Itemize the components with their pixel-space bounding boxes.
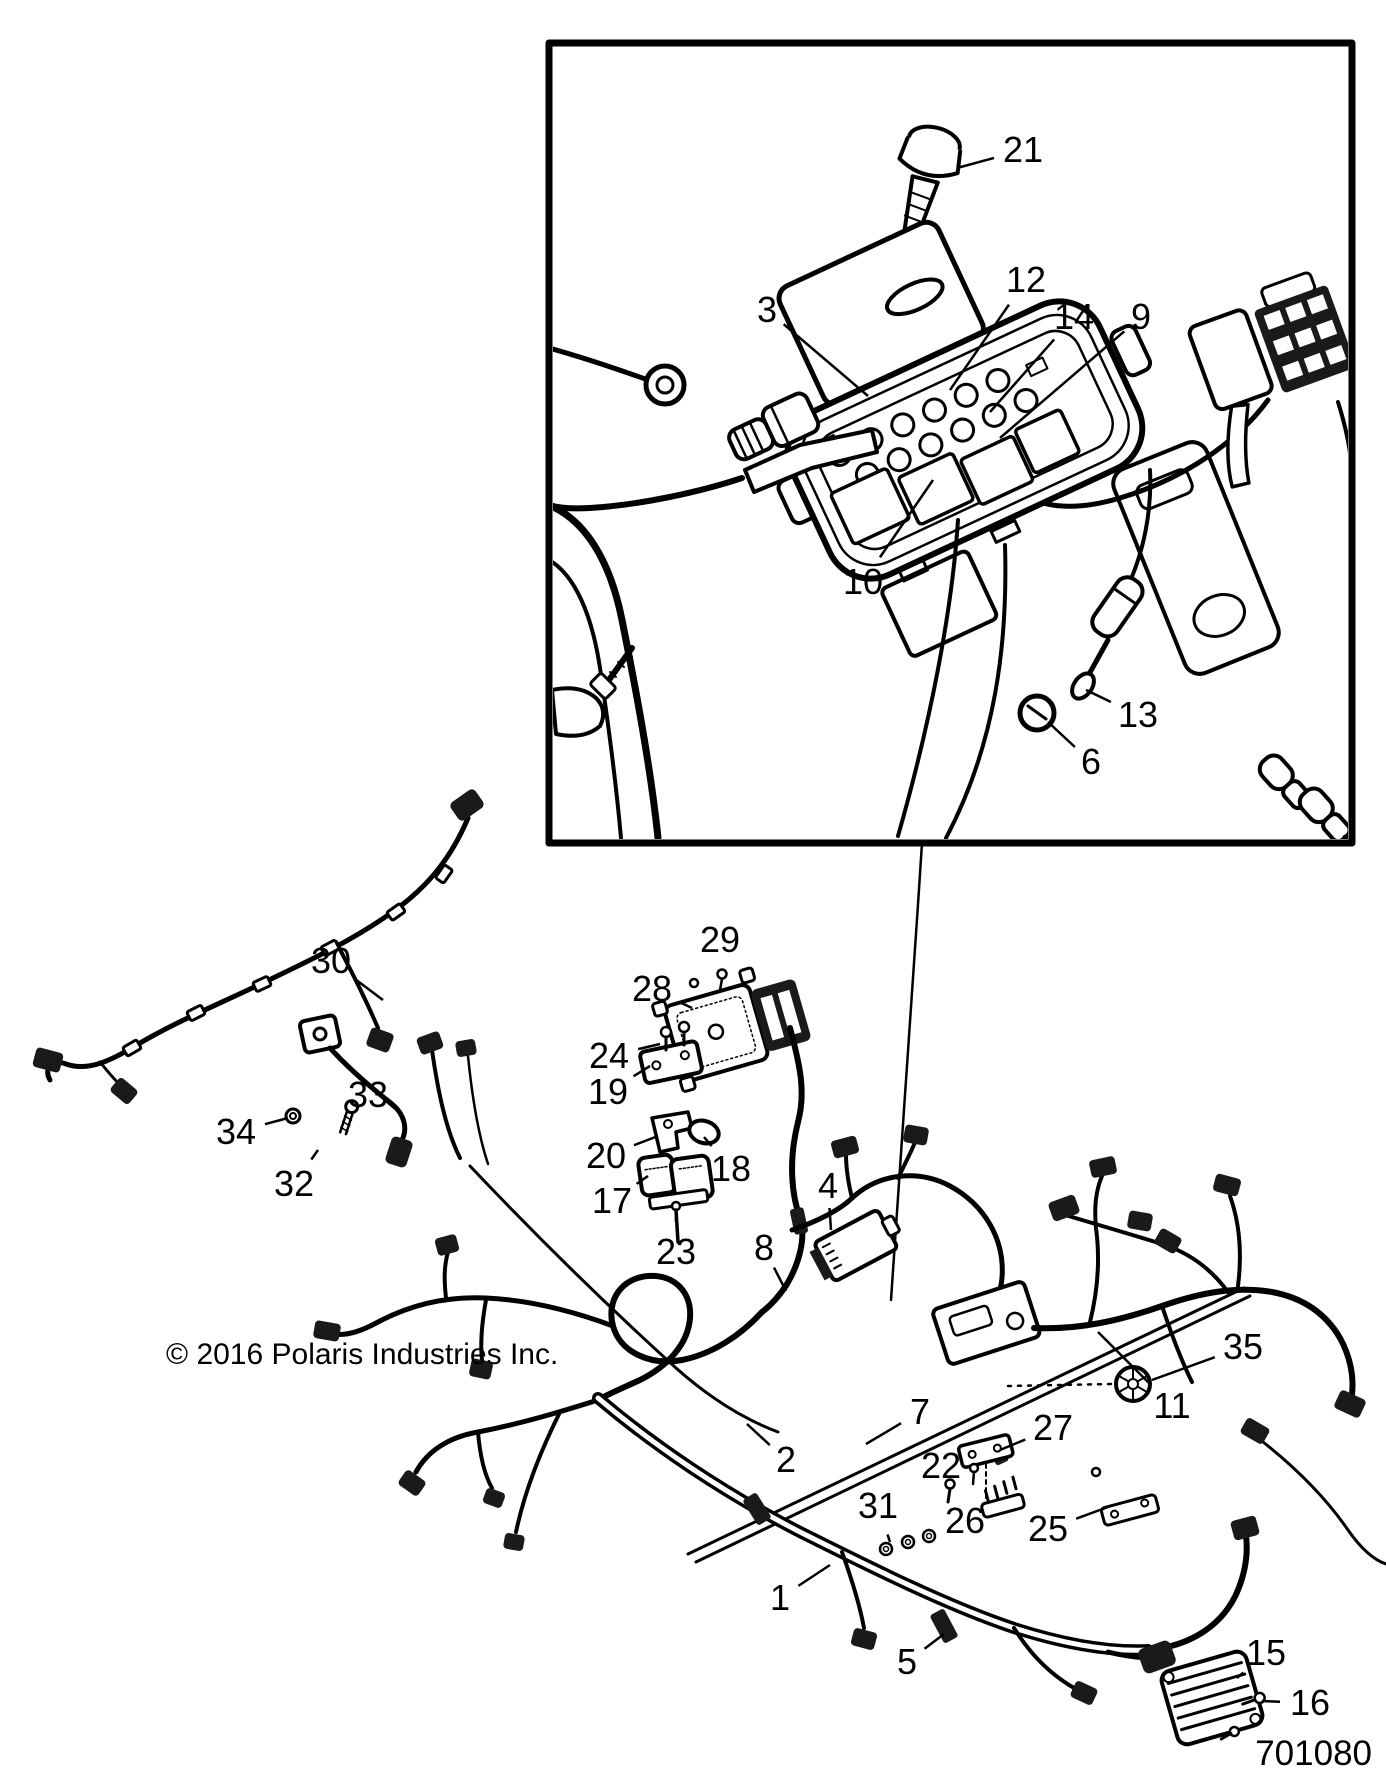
antenna-lead-graphic — [1070, 575, 1145, 701]
grommet-6-graphic — [1017, 693, 1057, 733]
left-bracket-graphic — [743, 428, 879, 494]
callout-2-label: 2 — [775, 1439, 797, 1480]
copyright-text: © 2016 Polaris Industries Inc. — [166, 1338, 559, 1371]
inset-box-border — [545, 39, 1356, 847]
callout-26-label: 26 — [944, 1500, 986, 1541]
ecu-harness-wire — [759, 1025, 806, 1315]
callout-20-label: 20 — [585, 1135, 627, 1176]
callout-4-label: 4 — [817, 1165, 839, 1206]
hardware-31-graphic — [878, 1528, 937, 1557]
inset-mount-bracket-graphic — [1111, 440, 1281, 676]
screws-24-graphic — [659, 1020, 691, 1052]
callout-21-label: 21 — [1002, 129, 1044, 170]
callout-12-label: 12 — [1005, 259, 1047, 300]
bracket-25-graphic — [1100, 1493, 1160, 1527]
callout-8-label: 8 — [753, 1227, 775, 1268]
antenna-feed-wire — [1125, 468, 1153, 590]
callout-15-label: 15 — [1245, 1632, 1287, 1673]
grommet-35-graphic — [1006, 1365, 1152, 1403]
callout-7-label: 7 — [909, 1391, 931, 1432]
callout-18-label: 18 — [710, 1148, 752, 1189]
flange-bolt-graphic — [897, 124, 963, 250]
exit-wire-right — [1336, 400, 1348, 454]
callout-33-label: 33 — [347, 1074, 389, 1115]
callout-30-label: 30 — [310, 940, 352, 981]
nut-34-graphic — [284, 1107, 302, 1125]
part-number: 701080 — [1255, 1734, 1372, 1773]
callout-14-label: 14 — [1053, 296, 1095, 337]
callout-16-label: 16 — [1289, 1682, 1331, 1723]
harness-30-graphic — [32, 789, 484, 1104]
callout-24-label: 24 — [588, 1035, 630, 1076]
callout-3-label: 3 — [756, 289, 778, 330]
jumper-harness-32-graphic — [284, 1013, 413, 1168]
callout-5-label: 5 — [896, 1641, 918, 1682]
relay-4-graphic — [809, 1208, 901, 1283]
bolt-33-graphic — [338, 1099, 360, 1136]
callout-6-label: 6 — [1080, 741, 1102, 782]
inset-drop-wires — [896, 518, 1008, 839]
relay-17-graphic — [636, 1152, 715, 1211]
ring-terminal-graphic — [553, 346, 687, 407]
screws-29-graphic — [688, 968, 728, 992]
bracket-20-graphic — [650, 1110, 694, 1154]
crimp-terminals-graphic — [1257, 753, 1348, 839]
callout-25-label: 25 — [1027, 1508, 1069, 1549]
callout-35-label: 35 — [1222, 1326, 1264, 1367]
inline-barrel-connector-graphic — [727, 391, 821, 462]
callout-11-label: 11 — [1153, 1385, 1191, 1426]
callout-34-label: 34 — [215, 1111, 257, 1152]
callout-31-label: 31 — [857, 1485, 899, 1526]
clamp-graphic — [553, 686, 606, 738]
callout-10-label: 10 — [842, 561, 884, 602]
callout-17-label: 17 — [591, 1180, 633, 1221]
callout-9-label: 9 — [1130, 296, 1152, 337]
callout-23-label: 23 — [655, 1231, 697, 1272]
callout-22-label: 22 — [920, 1445, 962, 1486]
callout-29-label: 29 — [699, 919, 741, 960]
fusebox-mount-bracket-main — [931, 1280, 1042, 1366]
accessory-connector-graphic — [1187, 271, 1348, 489]
main-harness-graphic — [313, 1031, 1386, 1705]
callout-1-label: 1 — [769, 1577, 791, 1618]
screws-26-graphic — [944, 1462, 1026, 1519]
callout-27-label: 27 — [1032, 1407, 1074, 1448]
callout-19-label: 19 — [587, 1071, 629, 1112]
callout-32-label: 32 — [273, 1163, 315, 1204]
inset-left-wires — [553, 475, 745, 839]
inset-detail-box — [545, 39, 1356, 847]
callout-13-label: 13 — [1117, 694, 1159, 735]
screw-25-graphic — [1090, 1466, 1102, 1478]
callout-28-label: 28 — [631, 968, 673, 1009]
stud-bolt-graphic — [589, 645, 635, 700]
